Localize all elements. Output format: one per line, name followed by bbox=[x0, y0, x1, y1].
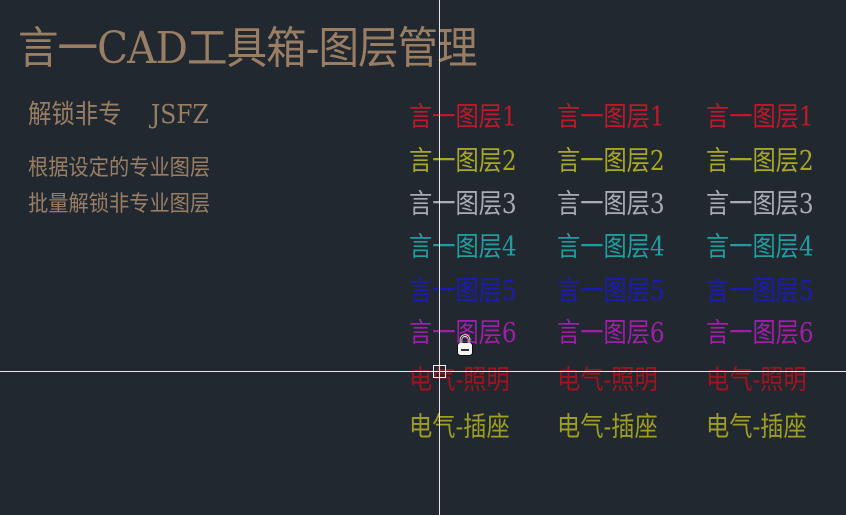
layer-text[interactable]: 言一图层6 bbox=[557, 318, 665, 349]
layer-text[interactable]: 言一图层5 bbox=[557, 276, 665, 307]
layer-text[interactable]: 电气-插座 bbox=[409, 412, 510, 443]
layer-text[interactable]: 言一图层4 bbox=[706, 232, 814, 263]
layer-text[interactable]: 言一图层4 bbox=[409, 232, 517, 263]
layer-text[interactable]: 言一图层3 bbox=[706, 189, 814, 220]
layer-text[interactable]: 言一图层4 bbox=[557, 232, 665, 263]
layer-text[interactable]: 言一图层6 bbox=[706, 318, 814, 349]
lock-icon bbox=[457, 334, 473, 356]
layer-text[interactable]: 言一图层1 bbox=[409, 102, 517, 133]
layer-text[interactable]: 言一图层3 bbox=[557, 189, 665, 220]
command-shortcut: JSFZ bbox=[150, 100, 209, 130]
layer-text[interactable]: 言一图层2 bbox=[706, 146, 814, 177]
page-title: 言一CAD工具箱-图层管理 bbox=[18, 23, 478, 74]
layer-text[interactable]: 言一图层2 bbox=[557, 146, 665, 177]
command-label: 解锁非专 JSFZ bbox=[28, 94, 209, 131]
layer-text[interactable]: 言一图层3 bbox=[409, 189, 517, 220]
layer-text[interactable]: 电气-插座 bbox=[557, 412, 658, 443]
layer-text[interactable]: 言一图层1 bbox=[706, 102, 814, 133]
layer-text[interactable]: 言一图层1 bbox=[557, 102, 665, 133]
layer-text[interactable]: 言一图层5 bbox=[706, 276, 814, 307]
crosshair-vertical bbox=[439, 0, 440, 515]
layer-text[interactable]: 电气-照明 bbox=[706, 365, 807, 396]
description-line-1: 根据设定的专业图层 bbox=[28, 156, 211, 181]
layer-text[interactable]: 电气-照明 bbox=[557, 365, 658, 396]
description-line-2: 批量解锁非专业图层 bbox=[28, 192, 211, 217]
command-name: 解锁非专 bbox=[28, 100, 122, 130]
crosshair-horizontal bbox=[0, 371, 846, 372]
layer-text[interactable]: 言一图层2 bbox=[409, 146, 517, 177]
layer-text[interactable]: 电气-插座 bbox=[706, 412, 807, 443]
cursor-pickbox bbox=[433, 365, 446, 378]
layer-text[interactable]: 电气-照明 bbox=[409, 365, 510, 396]
layer-text[interactable]: 言一图层5 bbox=[409, 276, 517, 307]
